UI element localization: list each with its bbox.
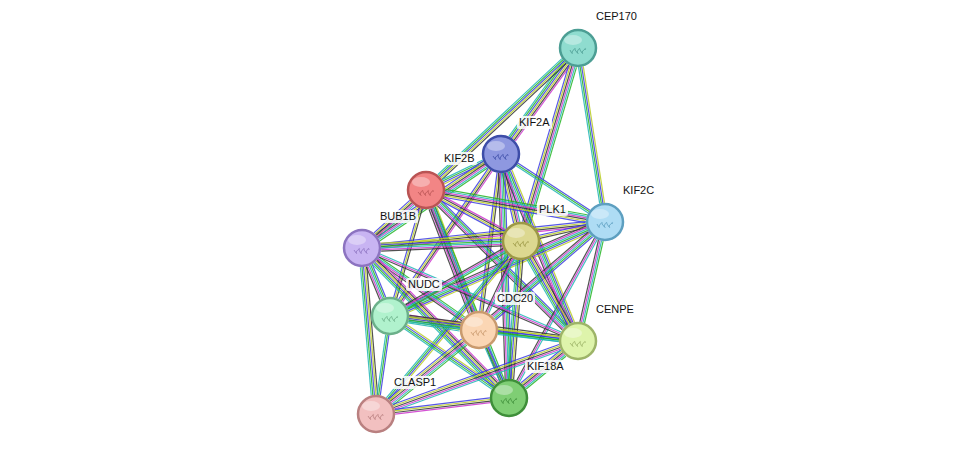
- node-circle: [558, 321, 598, 361]
- node-label: CLASP1: [392, 376, 438, 389]
- node-circle: [489, 378, 529, 418]
- node-label: CDC20: [495, 292, 535, 305]
- interaction-edge: [579, 66, 605, 203]
- node-circle: [342, 228, 382, 268]
- interaction-edge: [377, 335, 389, 396]
- protein-node: CEP170: [558, 28, 598, 68]
- protein-node: NUDC: [370, 296, 410, 336]
- protein-node: CENPE: [558, 321, 598, 361]
- node-label: PLK1: [537, 203, 568, 216]
- node-circle: [501, 221, 541, 261]
- node-circle: [481, 134, 521, 174]
- node-label: CEP170: [594, 10, 639, 23]
- node-label: NUDC: [406, 278, 442, 291]
- node-circle: [585, 202, 625, 242]
- interaction-edge: [485, 347, 503, 382]
- interaction-edge: [360, 267, 377, 396]
- node-circle: [370, 296, 410, 336]
- node-circle: [406, 170, 446, 210]
- protein-node: CDC20: [459, 310, 499, 350]
- node-label: KIF2B: [442, 152, 477, 165]
- node-circle: [356, 394, 396, 434]
- interaction-edge: [381, 238, 502, 251]
- node-label: BUB1B: [378, 210, 418, 223]
- node-circle: [459, 310, 499, 350]
- interaction-edge: [517, 238, 598, 382]
- interaction-edge: [393, 344, 561, 410]
- protein-node: KIF2A: [481, 134, 521, 174]
- protein-node: KIF2B: [406, 170, 446, 210]
- node-circle: [558, 28, 598, 68]
- protein-node: CLASP1: [356, 394, 396, 434]
- protein-node: PLK1: [501, 221, 541, 261]
- protein-node: BUB1B: [342, 228, 382, 268]
- node-label: KIF18A: [525, 360, 566, 373]
- protein-node: KIF18A: [489, 378, 529, 418]
- node-label: KIF2A: [517, 116, 552, 129]
- node-label: CENPE: [594, 303, 636, 316]
- interaction-edge: [527, 256, 572, 327]
- interaction-edge: [498, 330, 560, 342]
- node-label: KIF2C: [621, 184, 656, 197]
- interaction-edge: [444, 189, 587, 222]
- interaction-edge: [395, 398, 491, 414]
- interaction-edge: [486, 258, 515, 314]
- protein-node: KIF2C: [585, 202, 625, 242]
